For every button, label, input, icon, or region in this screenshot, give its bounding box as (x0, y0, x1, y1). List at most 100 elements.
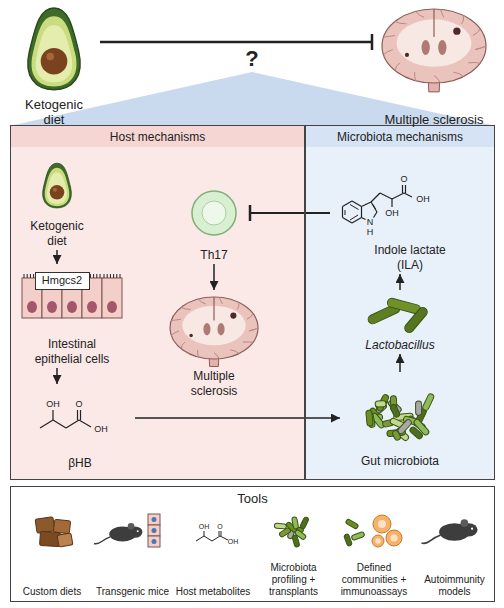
atom-label: OH (94, 425, 108, 434)
metabolite-node: Indole lactate (ILA) (330, 160, 490, 274)
bond (110, 274, 111, 278)
brain-gyrus (384, 50, 393, 55)
avocado-pit-shine (46, 53, 54, 61)
avocado-skin (28, 8, 80, 90)
avocado-skin (43, 163, 72, 208)
brain-lesion (453, 28, 460, 35)
atom-label: OH (199, 523, 210, 530)
arrow-connector (399, 274, 401, 290)
organoid (373, 515, 391, 533)
bond (113, 274, 114, 278)
bond (24, 274, 25, 278)
brain-cortex (170, 297, 258, 359)
bond (30, 274, 31, 278)
bond (107, 274, 108, 278)
brain-gyrus (171, 319, 181, 320)
brain-gyrus (415, 72, 416, 80)
panel-heading: Host mechanisms (110, 130, 205, 144)
microbiota-header-band (305, 125, 495, 147)
node-label: Multiple sclerosis (385, 112, 484, 128)
bond (66, 420, 79, 428)
arrow-connector (56, 250, 58, 264)
bond (220, 536, 228, 540)
bond (352, 201, 362, 207)
avocado-pit-shine (53, 188, 57, 192)
organoid (386, 530, 402, 546)
bacterium (351, 531, 365, 540)
brain-gyrus (475, 46, 486, 50)
bacterium (344, 534, 353, 547)
arrow-connector (135, 417, 340, 419)
cell-nucleus (107, 301, 117, 313)
microbiota-cluster (366, 393, 435, 442)
diet-block (35, 517, 55, 533)
brain-gyrus (416, 11, 424, 17)
disease-icon-node: Multiple sclerosis (158, 290, 270, 400)
panel-heading: Microbiota mechanisms (337, 130, 463, 144)
mouse-eye (137, 530, 139, 532)
tool-item: Defined communities + immunoassays (334, 506, 414, 600)
tool-item: Autoimmunity models (415, 506, 495, 600)
brain-gyrus (219, 297, 222, 304)
avocado-pit (50, 185, 65, 200)
bond (104, 274, 105, 278)
th17-nucleus (202, 201, 226, 225)
brain-cortex (382, 9, 486, 83)
brain-midline (433, 9, 434, 37)
bond (343, 201, 353, 207)
mouse-tail (422, 535, 441, 543)
transgenic-cell-icon (148, 514, 160, 547)
mouse-tail (94, 537, 110, 544)
avocado-flesh (31, 16, 76, 86)
bond (90, 274, 91, 278)
bond (204, 536, 212, 541)
node-label: Transgenic mice (96, 586, 169, 598)
bond (404, 193, 412, 197)
brain-lesion (189, 334, 193, 338)
brain-gyrus (230, 350, 239, 354)
bond (219, 531, 220, 536)
atom-label: OH (416, 195, 430, 204)
atom-label: OH (228, 538, 239, 545)
brain-lesion (230, 313, 236, 319)
atom-label: OH (385, 209, 399, 218)
host-panel-fill (10, 125, 305, 480)
bond (27, 274, 28, 278)
bacterium (375, 401, 386, 407)
microbiota-panel-fill (305, 125, 495, 480)
inhibition-connector (100, 41, 372, 44)
brain-gyrus (468, 62, 480, 64)
brain-gyrus (395, 63, 400, 71)
brain-gyrus (247, 314, 253, 320)
bacterium (299, 516, 309, 529)
bond (362, 218, 366, 220)
brain-gyrus (475, 46, 486, 50)
bond (374, 212, 378, 218)
bond (362, 202, 372, 207)
atom-label: O (400, 175, 407, 184)
mouse-eye (471, 528, 473, 530)
node-label: Intestinal epithelial cells (35, 337, 110, 366)
diet-blocks-icon (35, 517, 73, 547)
bond (371, 193, 380, 202)
bond (392, 193, 404, 199)
organoid-lumen (378, 520, 386, 528)
brain-ventricle (438, 40, 446, 55)
microbiota-node: Gut microbiota (340, 372, 460, 470)
bacterium (392, 430, 402, 442)
bond (93, 274, 94, 278)
diet-block (57, 533, 73, 547)
bond (361, 207, 362, 218)
communities-icon (344, 515, 402, 547)
brain-gyrus (237, 302, 239, 309)
node-label: βHB (68, 456, 92, 470)
th17-cell (192, 191, 236, 235)
brain-gyrus (473, 29, 480, 36)
brain-gyrus (249, 328, 258, 331)
brain-ventricle (203, 323, 210, 335)
brain-gyrus (384, 36, 396, 38)
bond (100, 274, 101, 278)
brain-gyrus (453, 72, 463, 76)
cell-nucleus (152, 517, 157, 522)
